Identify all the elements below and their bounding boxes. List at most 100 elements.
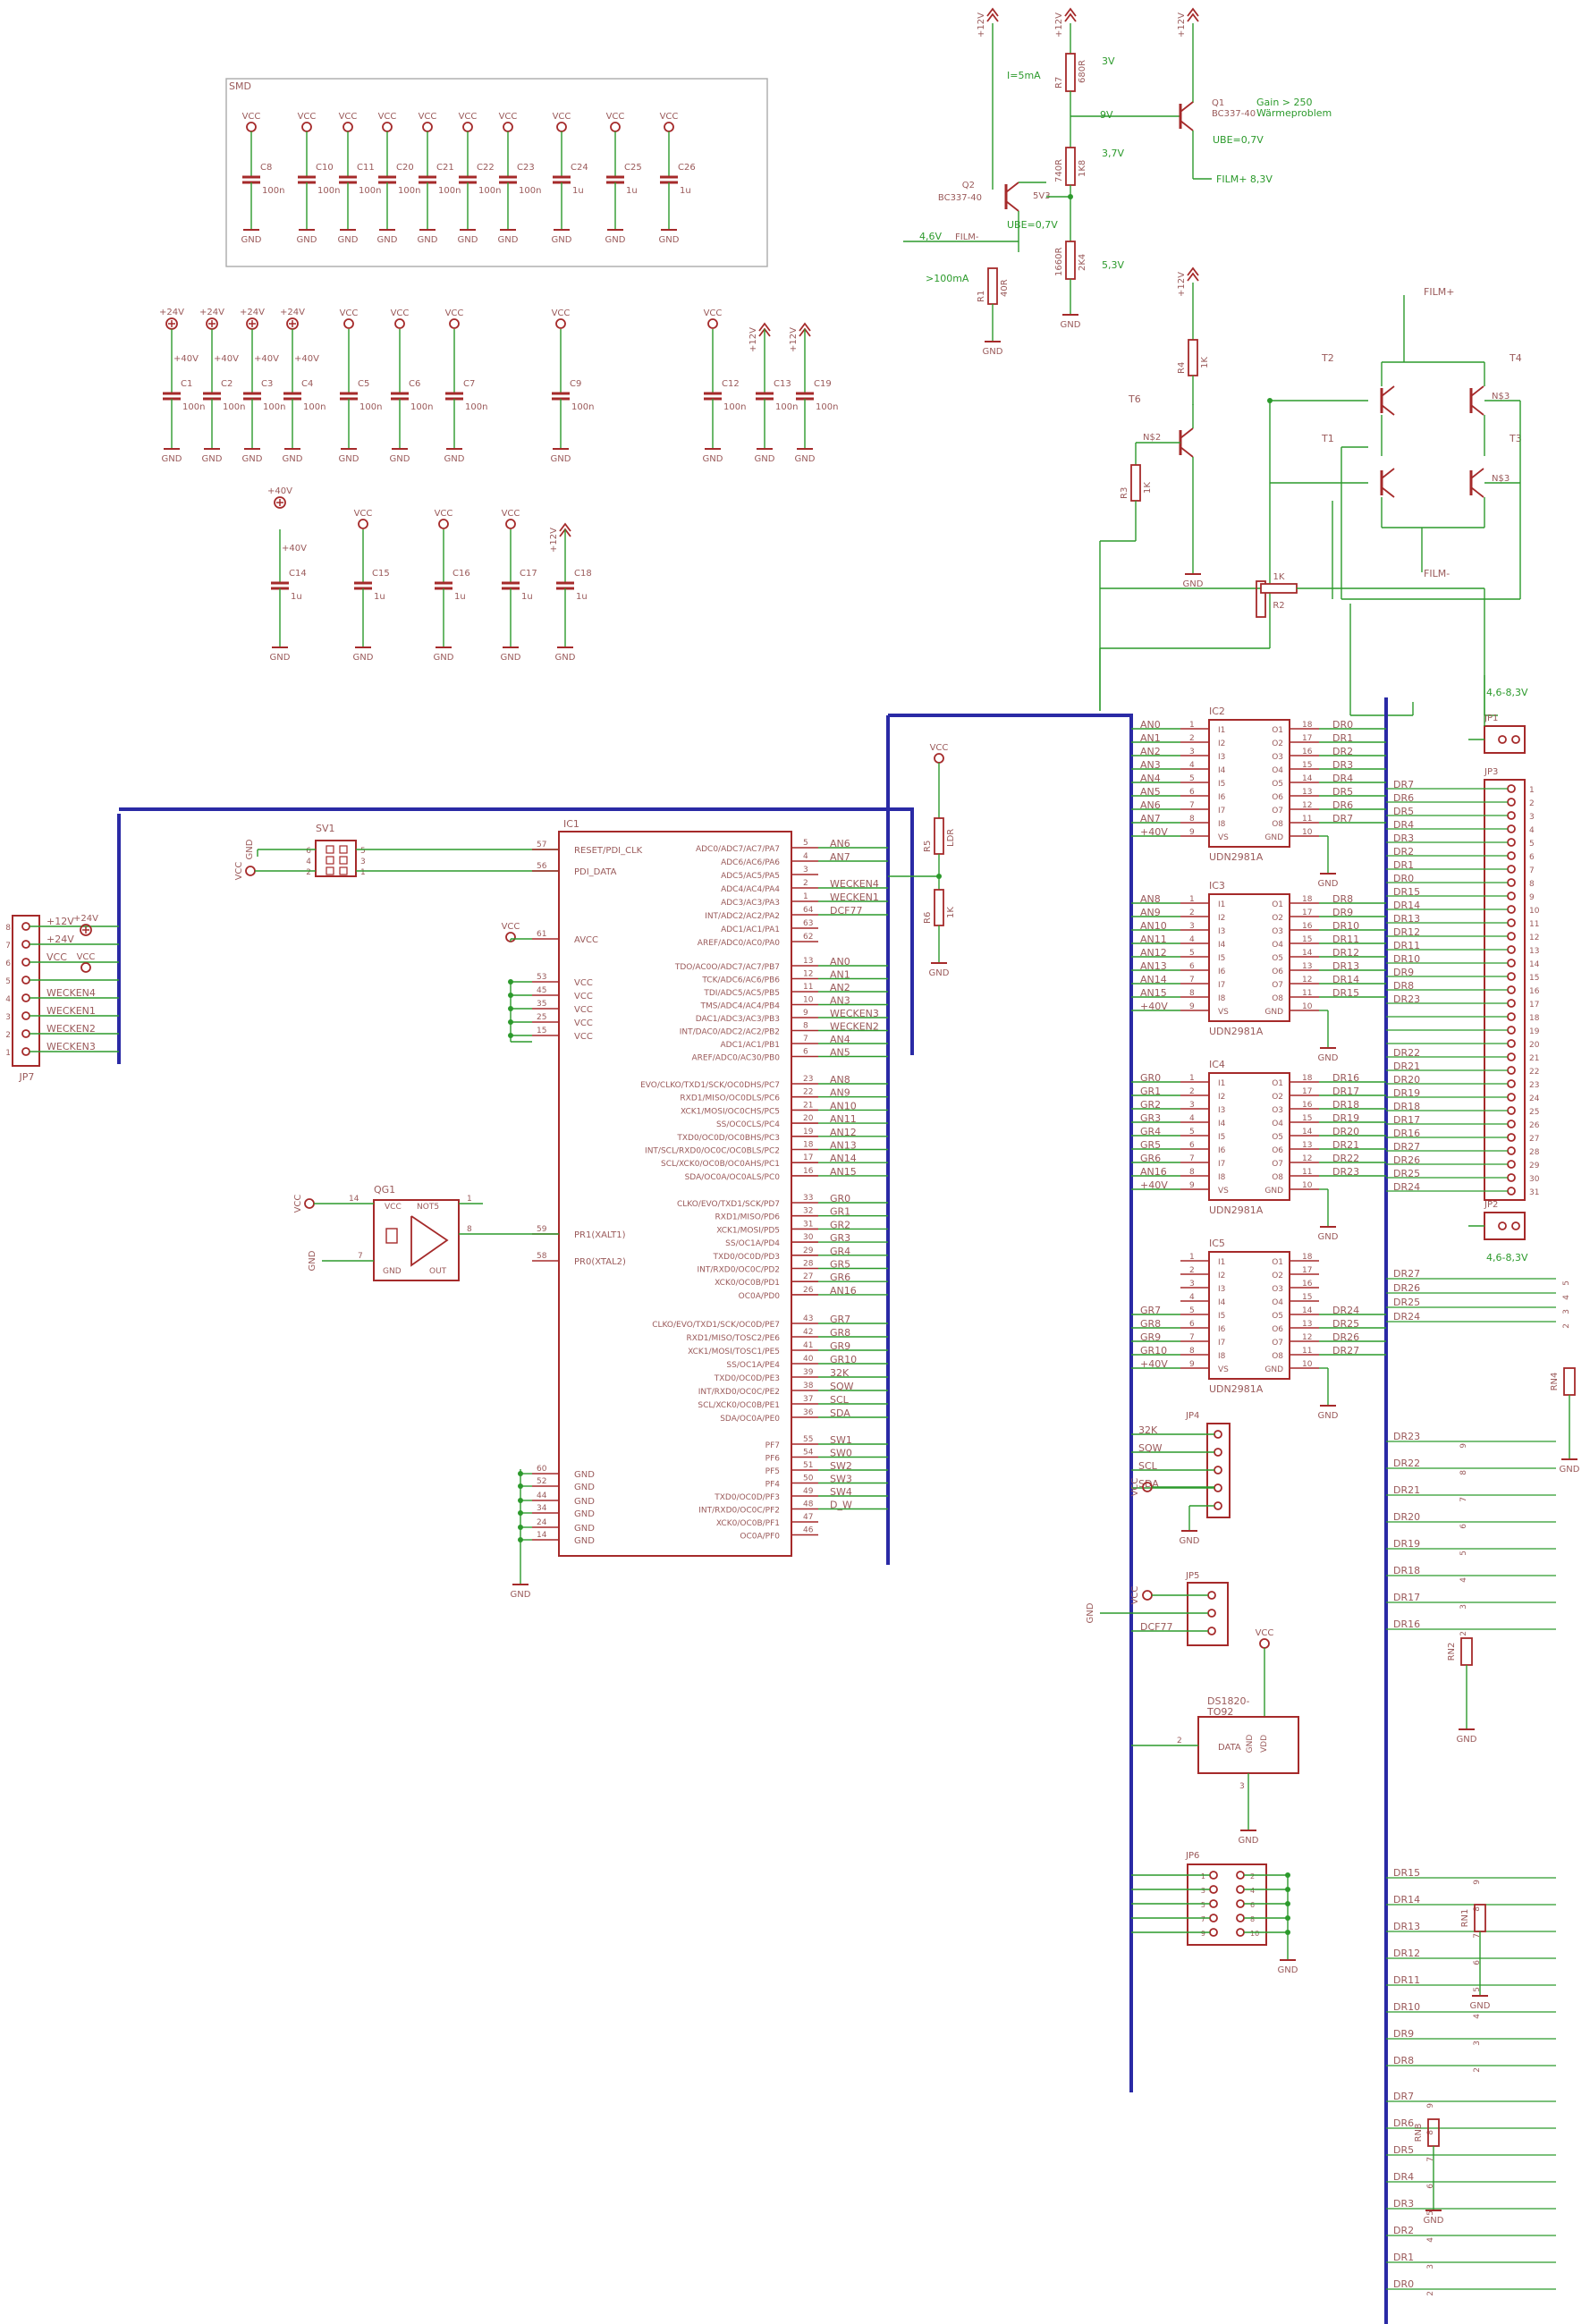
label: T6 xyxy=(1128,393,1141,405)
supply-label: +40V xyxy=(267,486,292,496)
label: 64 xyxy=(803,906,814,915)
label: DR10 xyxy=(1393,2001,1420,2013)
label: SS/OC1A/PD4 xyxy=(725,1239,780,1248)
label: UDN2981A xyxy=(1209,1383,1264,1395)
capacitor-value: 1u xyxy=(572,186,584,196)
label: JP2 xyxy=(1484,1200,1498,1210)
label: AN13 xyxy=(830,1140,857,1152)
label: I3 xyxy=(1218,1285,1225,1294)
label: GND xyxy=(1086,1602,1095,1623)
label: AN4 xyxy=(830,1034,850,1045)
capacitor-value: 100n xyxy=(359,186,381,196)
label: O4 xyxy=(1272,766,1283,775)
qg1-crystal xyxy=(385,1228,398,1244)
capacitor-name: C16 xyxy=(452,569,470,579)
label: 6 xyxy=(1250,1901,1255,1909)
resistor xyxy=(987,267,998,305)
label: DS1820- xyxy=(1207,1695,1249,1707)
label: DR4 xyxy=(1393,819,1414,831)
label: 18 xyxy=(803,1141,814,1150)
label: DR5 xyxy=(1393,806,1414,817)
capacitor-value: 1u xyxy=(521,592,533,602)
gnd-label: GND xyxy=(444,454,465,464)
label: AN16 xyxy=(1140,1166,1167,1178)
label: WECKEN4 xyxy=(47,987,96,999)
gnd-label: GND xyxy=(1278,1965,1298,1975)
label: WECKEN1 xyxy=(830,892,879,903)
jp4-pin xyxy=(1214,1501,1222,1510)
label: DR10 xyxy=(1393,953,1420,965)
label: O4 xyxy=(1272,1298,1283,1307)
label: AN14 xyxy=(830,1153,857,1164)
label: O8 xyxy=(1272,1352,1283,1361)
label: 7 xyxy=(1201,1915,1205,1923)
gnd-label: GND xyxy=(1180,1536,1200,1546)
jp3-pin xyxy=(1507,932,1516,941)
label: 23 xyxy=(803,1075,813,1084)
label: 13 xyxy=(1302,788,1312,797)
label: 2 xyxy=(1250,1872,1255,1880)
label: DR0 xyxy=(1393,873,1414,884)
label: O5 xyxy=(1272,1133,1283,1142)
label: DR18 xyxy=(1393,1565,1420,1576)
gnd-label: GND xyxy=(202,454,223,464)
jp7-pin xyxy=(21,940,30,949)
label: +12V xyxy=(47,916,74,927)
label: 18 xyxy=(1302,895,1313,904)
jp3-pin xyxy=(1507,798,1516,807)
jp3-pin xyxy=(1507,892,1516,900)
label: GND xyxy=(574,1524,595,1534)
label: SS/OC1A/PE4 xyxy=(726,1361,780,1370)
label: I2 xyxy=(1218,914,1225,923)
resistor-name: R1 xyxy=(977,291,986,302)
gnd-label: GND xyxy=(551,454,571,464)
sv1-pin xyxy=(339,866,348,875)
label: 2 xyxy=(1426,2291,1435,2296)
label: 5V3 xyxy=(1033,191,1051,201)
jp6-pin xyxy=(1236,1899,1245,1908)
label: R2 xyxy=(1273,601,1284,611)
label: 48 xyxy=(803,1500,814,1509)
label: BC337-40 xyxy=(938,193,982,203)
label: PR0(XTAL2) xyxy=(574,1257,626,1267)
label: DR15 xyxy=(1332,987,1359,999)
gnd-label: GND xyxy=(1318,879,1339,889)
label: TXD0/OC0D/PD3 xyxy=(713,1253,781,1262)
label: 5 xyxy=(1189,1128,1195,1137)
junction-dot xyxy=(1068,194,1073,199)
label: +24V xyxy=(47,934,74,945)
capacitor-name: C20 xyxy=(396,163,414,173)
supply-label: VCC xyxy=(391,308,410,318)
vcc-symbol xyxy=(422,122,433,132)
label: N$3 xyxy=(1492,474,1510,484)
capacitor-name: C21 xyxy=(436,163,454,173)
resistor xyxy=(1065,147,1076,186)
label: 30 xyxy=(803,1233,814,1242)
label: I7 xyxy=(1218,807,1225,816)
label: I8 xyxy=(1218,820,1226,829)
label: 29 xyxy=(1529,1162,1540,1170)
vcc-symbol xyxy=(449,318,460,329)
label: 10 xyxy=(1302,828,1313,837)
label: I4 xyxy=(1218,1120,1226,1128)
label: 29 xyxy=(803,1247,814,1255)
label: 8 xyxy=(1250,1915,1255,1923)
label: Q2 xyxy=(962,181,975,190)
label: I4 xyxy=(1218,941,1226,950)
label: DR6 xyxy=(1393,2117,1414,2129)
label: 10 xyxy=(1250,1930,1259,1938)
supply-arrow xyxy=(1187,266,1199,276)
label: GND xyxy=(574,1470,595,1480)
supply-label: VCC xyxy=(1256,1628,1274,1638)
supply-arrow xyxy=(986,13,999,22)
label: VCC xyxy=(293,1195,303,1213)
label: AN10 xyxy=(830,1100,857,1111)
label: DR16 xyxy=(1393,1618,1420,1630)
gnd-label: GND xyxy=(552,235,572,245)
supply-label: VCC xyxy=(502,509,520,519)
vcc-symbol xyxy=(610,122,621,132)
label: DR25 xyxy=(1393,1168,1420,1179)
label: AN12 xyxy=(1140,947,1167,959)
supply-arrow xyxy=(986,7,999,17)
jp6-pin xyxy=(1209,1914,1218,1923)
